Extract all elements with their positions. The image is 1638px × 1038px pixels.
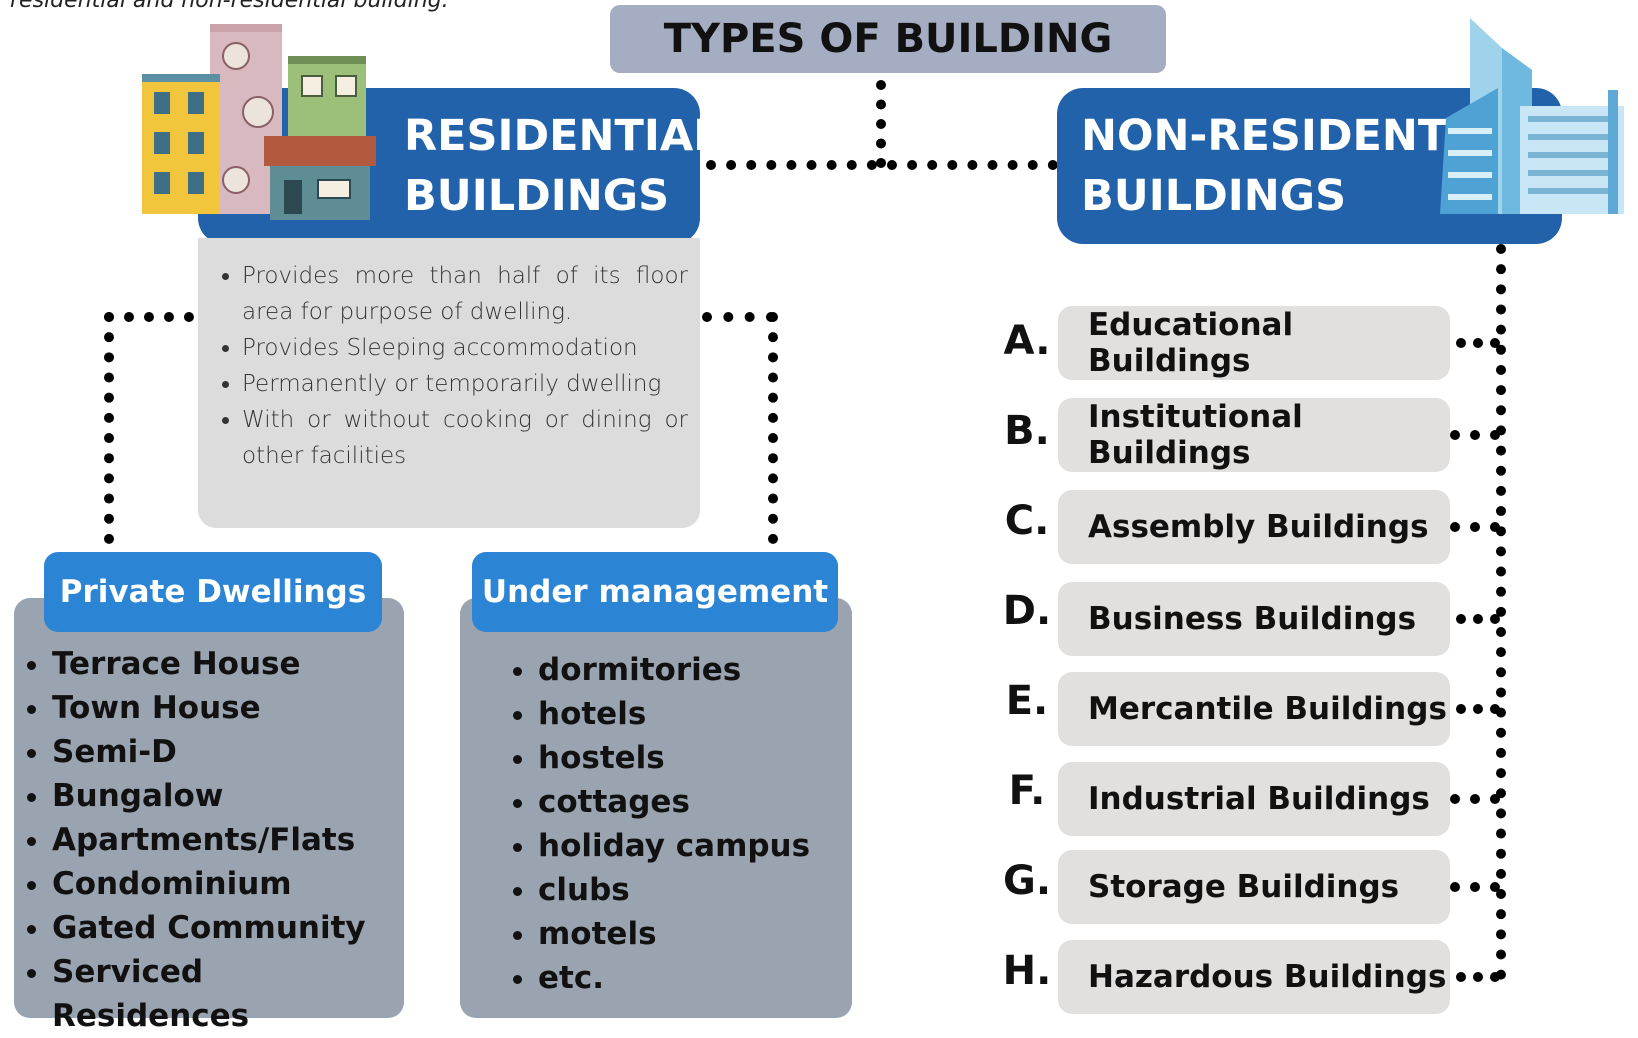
- under-management-header: Under management: [472, 552, 838, 632]
- category-connector: [1456, 614, 1500, 624]
- category-connector: [1450, 430, 1500, 440]
- private-dwellings-panel: Terrace House Town House Semi-D Bungalow…: [14, 598, 404, 1034]
- top-note: residential and non-residential building…: [10, 0, 449, 13]
- private-dwelling-item: Condominium: [52, 862, 404, 906]
- category-letter: F.: [1008, 768, 1046, 814]
- private-dwelling-item: Serviced Residences: [52, 950, 404, 1038]
- nonres-spine-connector: [1496, 244, 1506, 980]
- category-letter: C.: [1004, 498, 1050, 544]
- private-dwellings-list: Terrace House Town House Semi-D Bungalow…: [14, 642, 404, 1038]
- category-letter: E.: [1005, 678, 1049, 724]
- residential-heading-line2: BUILDINGS: [404, 171, 670, 221]
- left-branch-connector: [104, 312, 194, 322]
- under-management-item: dormitories: [538, 648, 852, 692]
- category-connector: [1450, 882, 1500, 892]
- right-drop-connector: [768, 312, 778, 544]
- category-box: Mercantile Buildings: [1058, 672, 1450, 746]
- category-connector: [1456, 704, 1500, 714]
- residential-description: Provides more than half of its floor are…: [198, 238, 700, 528]
- non-residential-heading-line2: BUILDINGS: [1081, 171, 1347, 221]
- category-connector: [1450, 522, 1500, 532]
- private-dwelling-item: Terrace House: [52, 642, 404, 686]
- under-management-panel: dormitories hotels hostels cottages holi…: [460, 598, 852, 1018]
- category-box: Industrial Buildings: [1058, 762, 1450, 836]
- category-box: Institutional Buildings: [1058, 398, 1450, 472]
- private-dwelling-item: Town House: [52, 686, 404, 730]
- category-letter: H.: [1002, 948, 1052, 994]
- residential-description-item: Permanently or temporarily dwelling: [242, 366, 688, 402]
- residential-description-item: Provides more than half of its floor are…: [242, 258, 688, 330]
- main-connector: [706, 160, 1058, 170]
- category-box: Assembly Buildings: [1058, 490, 1450, 564]
- category-letter: A.: [1003, 318, 1051, 364]
- private-dwelling-item: Apartments/Flats: [52, 818, 404, 862]
- skyscraper-illustration-icon: [1440, 18, 1624, 214]
- category-connector: [1456, 972, 1500, 982]
- houses-illustration-icon: [142, 24, 376, 220]
- category-connector: [1456, 338, 1500, 348]
- category-letter: B.: [1004, 408, 1050, 454]
- under-management-list: dormitories hotels hostels cottages holi…: [460, 648, 852, 1000]
- residential-description-list: Provides more than half of its floor are…: [220, 258, 688, 474]
- under-management-item: hostels: [538, 736, 852, 780]
- residential-heading-line1: RESIDENTIAL: [404, 111, 721, 161]
- under-management-item: clubs: [538, 868, 852, 912]
- title-connector: [876, 80, 886, 168]
- under-management-item: hotels: [538, 692, 852, 736]
- private-dwelling-item: Gated Community: [52, 906, 404, 950]
- private-dwelling-item: Bungalow: [52, 774, 404, 818]
- category-box: Business Buildings: [1058, 582, 1450, 656]
- diagram-title: TYPES OF BUILDING: [610, 5, 1166, 73]
- under-management-item: cottages: [538, 780, 852, 824]
- under-management-item: etc.: [538, 956, 852, 1000]
- category-box: Hazardous Buildings: [1058, 940, 1450, 1014]
- under-management-item: holiday campus: [538, 824, 852, 868]
- residential-description-item: With or without cooking or dining or oth…: [242, 402, 688, 474]
- category-connector: [1450, 794, 1500, 804]
- category-letter: G.: [1002, 858, 1052, 904]
- private-dwellings-header: Private Dwellings: [44, 552, 382, 632]
- category-box: Storage Buildings: [1058, 850, 1450, 924]
- under-management-item: motels: [538, 912, 852, 956]
- residential-description-item: Provides Sleeping accommodation: [242, 330, 688, 366]
- category-letter: D.: [1002, 588, 1052, 634]
- category-box: Educational Buildings: [1058, 306, 1450, 380]
- private-dwelling-item: Semi-D: [52, 730, 404, 774]
- left-drop-connector: [104, 312, 114, 544]
- right-branch-connector: [702, 312, 776, 322]
